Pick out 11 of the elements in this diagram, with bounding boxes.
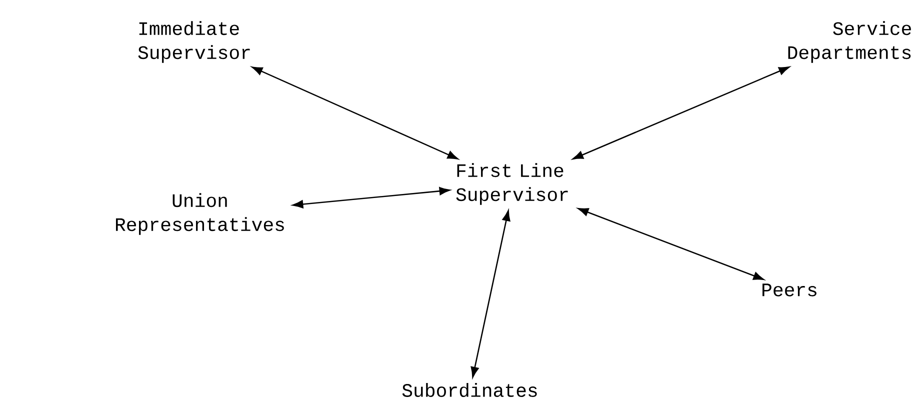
label-text: Subordinates	[402, 383, 537, 397]
label-text: Service Departments	[788, 21, 911, 63]
label-text: Union Representatives	[116, 193, 284, 235]
label-text: Peers	[762, 284, 816, 296]
double-arrow	[572, 66, 790, 160]
double-arrow	[578, 208, 764, 280]
label-text: Immediate Supervisor	[138, 21, 250, 63]
double-arrow	[470, 210, 510, 378]
label-text: First Line Supervisor	[456, 163, 568, 205]
double-arrow	[252, 66, 458, 160]
double-arrow	[292, 187, 450, 208]
